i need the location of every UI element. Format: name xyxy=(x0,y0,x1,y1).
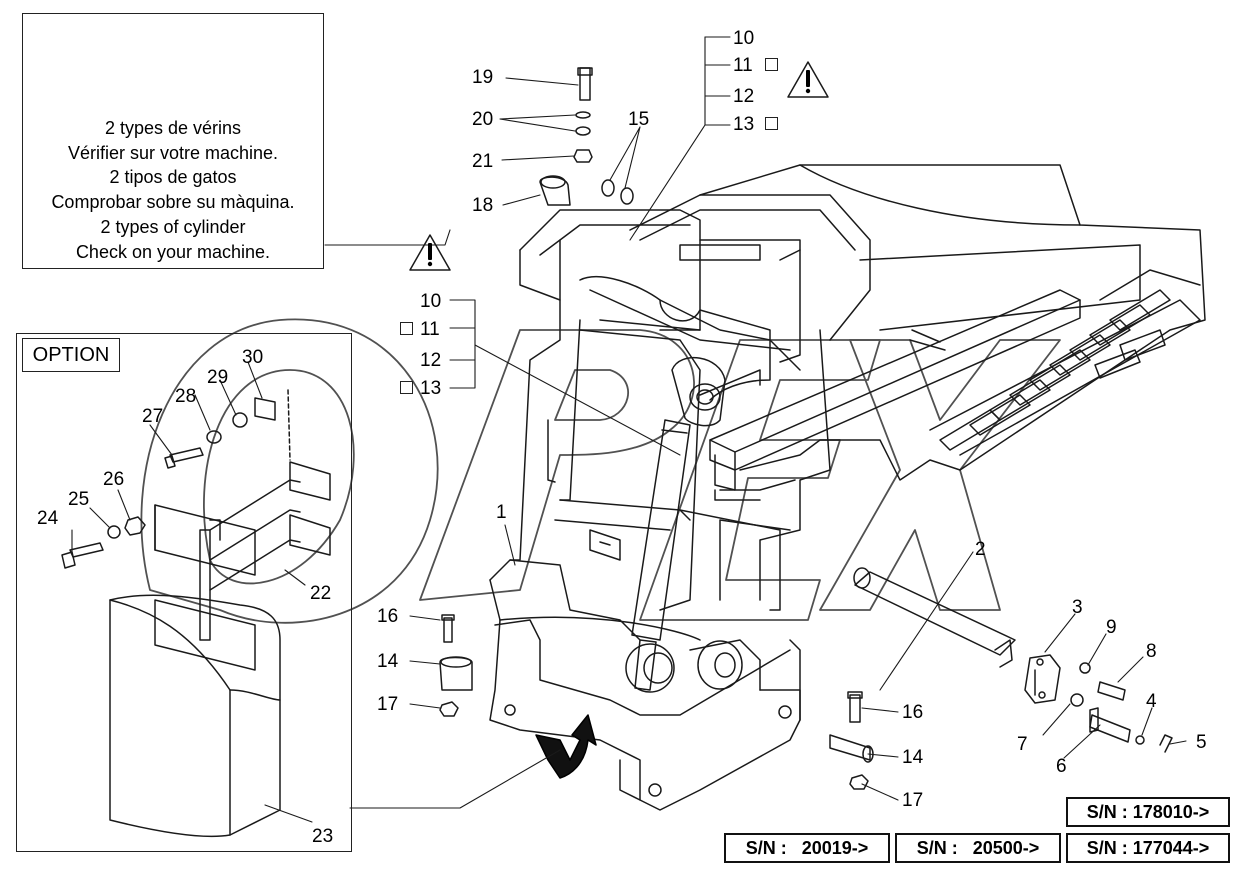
note-line-fr-1: 2 types de vérins xyxy=(104,118,242,138)
callout-3: 3 xyxy=(1072,597,1083,618)
callout-26: 26 xyxy=(103,469,125,490)
callout-23: 23 xyxy=(312,826,334,847)
part-2-pin xyxy=(853,567,1016,668)
callout-25: 25 xyxy=(68,489,90,510)
callout-19: 19 xyxy=(472,67,494,88)
leader-lines xyxy=(71,36,1187,823)
frame-body xyxy=(699,164,1206,481)
mast xyxy=(509,194,871,611)
callout-8: 8 xyxy=(1146,641,1157,662)
option-label: OPTION xyxy=(22,338,120,372)
callout-27: 27 xyxy=(142,406,164,427)
callout-16-right: 16 xyxy=(902,702,924,723)
callout-28: 28 xyxy=(175,386,197,407)
callout-16-left: 16 xyxy=(377,606,399,627)
callout-15: 15 xyxy=(628,109,650,130)
callout-21: 21 xyxy=(472,151,494,172)
callout-13-mid: 13 xyxy=(420,378,442,399)
checkbox-11-top xyxy=(765,58,778,71)
note-line-en-1: 2 types of cylinder xyxy=(100,216,246,237)
callout-5: 5 xyxy=(1196,732,1207,753)
warning-icon-top xyxy=(787,61,829,98)
serial-number-20019: S/N : 20019-> xyxy=(724,833,890,863)
callout-10-mid: 10 xyxy=(420,291,442,312)
hardware xyxy=(439,67,1173,790)
checkbox-13-top xyxy=(765,117,778,130)
part-3-plate xyxy=(1024,654,1061,704)
callout-10-top: 10 xyxy=(733,28,755,49)
callout-9: 9 xyxy=(1106,617,1117,638)
callout-24: 24 xyxy=(37,508,59,529)
callout-11-mid: 11 xyxy=(420,319,440,340)
callout-1: 1 xyxy=(496,502,507,523)
note-text: 2 types de vérins Vérifier sur votre mac… xyxy=(23,116,323,264)
callout-13-top: 13 xyxy=(733,114,755,135)
callout-6: 6 xyxy=(1056,756,1067,777)
callout-30: 30 xyxy=(242,347,264,368)
callout-2: 2 xyxy=(975,539,986,560)
serial-number-177044: S/N : 177044-> xyxy=(1066,833,1230,863)
option-box xyxy=(16,333,352,852)
callout-14-right: 14 xyxy=(902,747,924,768)
callout-11-top: 11 xyxy=(733,55,753,76)
checkbox-11-mid xyxy=(400,322,413,335)
note-line-fr-2: Vérifier sur votre machine. xyxy=(67,142,279,163)
callout-22: 22 xyxy=(310,583,332,604)
checkbox-13-mid xyxy=(400,381,413,394)
note-line-es-1: 2 tipos de gatos xyxy=(109,167,237,188)
cylinder-note-box: 2 types de vérins Vérifier sur votre mac… xyxy=(22,13,324,269)
callout-20: 20 xyxy=(472,109,494,130)
callout-12-mid: 12 xyxy=(420,350,442,371)
callout-12-top: 12 xyxy=(733,86,755,107)
option-parts xyxy=(61,389,331,838)
rotate-arrow-icon xyxy=(535,714,597,779)
warning-icon-drawing xyxy=(409,234,451,271)
callout-14-left: 14 xyxy=(377,651,399,672)
callout-4: 4 xyxy=(1146,691,1157,712)
note-line-es-2: Comprobar sobre su màquina. xyxy=(51,192,295,213)
cylinder xyxy=(631,356,726,691)
serial-number-20500: S/N : 20500-> xyxy=(895,833,1061,863)
callout-7: 7 xyxy=(1017,734,1028,755)
serial-number-178010: S/N : 178010-> xyxy=(1066,797,1230,827)
note-line-en-2: Check on your machine. xyxy=(75,241,271,262)
bottom-bracket xyxy=(489,559,801,811)
callout-18: 18 xyxy=(472,195,494,216)
callout-17-left: 17 xyxy=(377,694,399,715)
beam xyxy=(709,289,1081,491)
callout-29: 29 xyxy=(207,367,229,388)
callout-17-right: 17 xyxy=(902,790,924,811)
